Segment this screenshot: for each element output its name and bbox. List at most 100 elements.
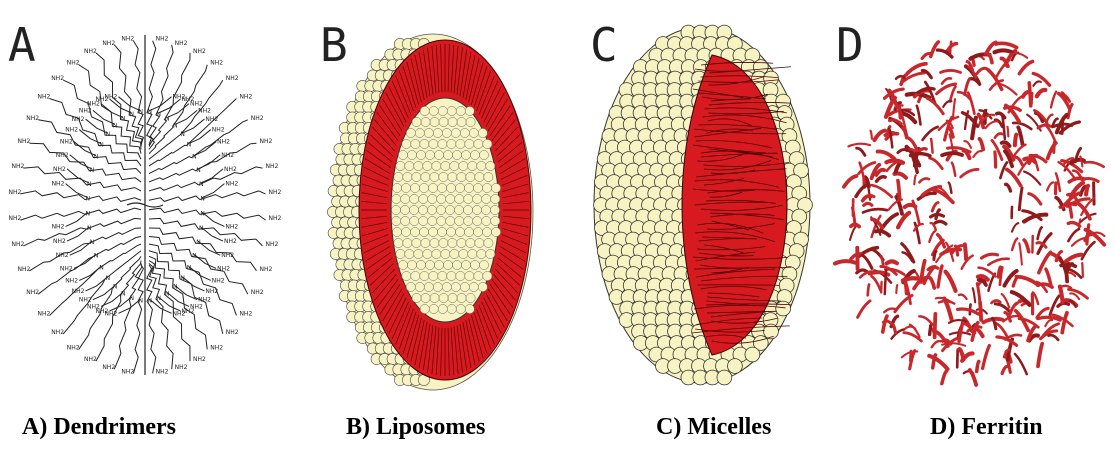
alpha-helix [844,176,857,187]
alpha-helix [1047,182,1053,190]
lipid-head [412,293,421,302]
alpha-helix [919,178,929,182]
atom-n-label: N [199,225,204,232]
atom-n-label: N [165,290,170,297]
lipid-head [466,117,475,126]
nh2-label: NH2 [56,252,69,259]
alpha-helix [893,324,896,333]
alpha-helix [957,350,958,368]
nh2-label: NH2 [53,166,66,173]
lipid-head [429,271,438,280]
lipid-head [428,183,437,192]
alpha-helix [943,101,951,107]
lipid-head [460,282,469,291]
lipid-head [477,161,486,170]
alpha-helix [863,209,887,212]
lipid-head [464,194,473,203]
alpha-helix [986,121,998,128]
alpha-helix [1038,227,1042,239]
alpha-helix [875,231,889,236]
lipid-head [464,227,473,236]
panel-liposomes: B B) Liposomes [290,0,570,466]
nh2-label: NH2 [217,265,230,272]
lipid-head [484,238,493,247]
alpha-helix [1024,240,1029,252]
alpha-helix [1006,184,1011,191]
nh2-label: NH2 [193,48,206,55]
alpha-helix [887,261,897,263]
alpha-helix [996,323,1007,336]
atom-n-label: N [180,275,185,282]
nh2-label: NH2 [12,241,25,248]
lipid-head [433,282,442,291]
surfactant-head [728,359,743,374]
atom-n-label: N [99,142,104,149]
lipid-head [401,183,410,192]
lipid-head [438,106,447,115]
lipid-head [410,183,419,192]
lipid-head [454,205,463,214]
lipid-head [415,128,424,137]
lipid-head [457,172,466,181]
alpha-helix [894,173,906,177]
alpha-helix [1038,344,1042,367]
alpha-helix [977,361,979,371]
alpha-helix [942,371,947,384]
lipid-head [415,282,424,291]
alpha-helix [1015,135,1016,145]
lipid-head [455,194,464,203]
atom-n-label: N [113,122,118,129]
atom-n-label: N [165,116,170,123]
lipid-head [472,205,481,214]
alpha-helix [959,349,963,359]
alpha-helix [911,154,930,156]
lipid-head [437,183,446,192]
atom-n-label: N [106,275,111,282]
lipid-head [403,238,412,247]
lipid-head [468,249,477,258]
lipid-head [412,172,421,181]
nh2-label: NH2 [60,139,73,146]
lipid-head [450,161,459,170]
nh2-label: NH2 [52,223,65,230]
lipid-head [411,271,420,280]
atom-n-label: N [121,290,126,297]
lipid-head [475,238,484,247]
lipid-head [446,216,455,225]
alpha-helix [856,185,868,197]
alpha-helix [932,341,940,347]
nh2-label: NH2 [212,127,225,134]
lipid-head [463,205,472,214]
atom-n-label: N [200,196,205,203]
lipid-head [443,150,452,159]
alpha-helix [1049,335,1058,340]
lipid-head [479,150,488,159]
lipid-head [457,117,466,126]
lipid-head [445,205,454,214]
alpha-helix [876,170,884,175]
atom-n-label: N [130,295,135,302]
lipid-head [483,271,492,280]
nh2-label: NH2 [121,368,134,375]
lipid-head [420,304,429,313]
caption-micelles: C) Micelles [656,414,771,441]
ferritin-cavity [961,187,989,211]
nh2-label: NH2 [239,310,252,317]
lipid-head [419,227,428,236]
lipid-head [457,293,466,302]
alpha-helix [959,295,967,299]
alpha-helix [1013,123,1031,129]
dendrimer-structure: NNH2NH2NNH2NH2NNH2NH2NNH2NH2NNH2NH2NNH2N… [8,35,281,375]
alpha-helix [973,288,975,302]
alpha-helix [959,321,963,342]
alpha-helix [1051,92,1056,108]
lipid-head [466,172,475,181]
alpha-helix [1068,229,1079,241]
atom-n-label: N [94,154,99,161]
nh2-label: NH2 [84,356,97,363]
lipid-head [439,293,448,302]
lipid-head [407,150,416,159]
alpha-helix [914,175,916,184]
lipid-head [452,260,461,269]
atom-n-label: N [148,297,153,304]
